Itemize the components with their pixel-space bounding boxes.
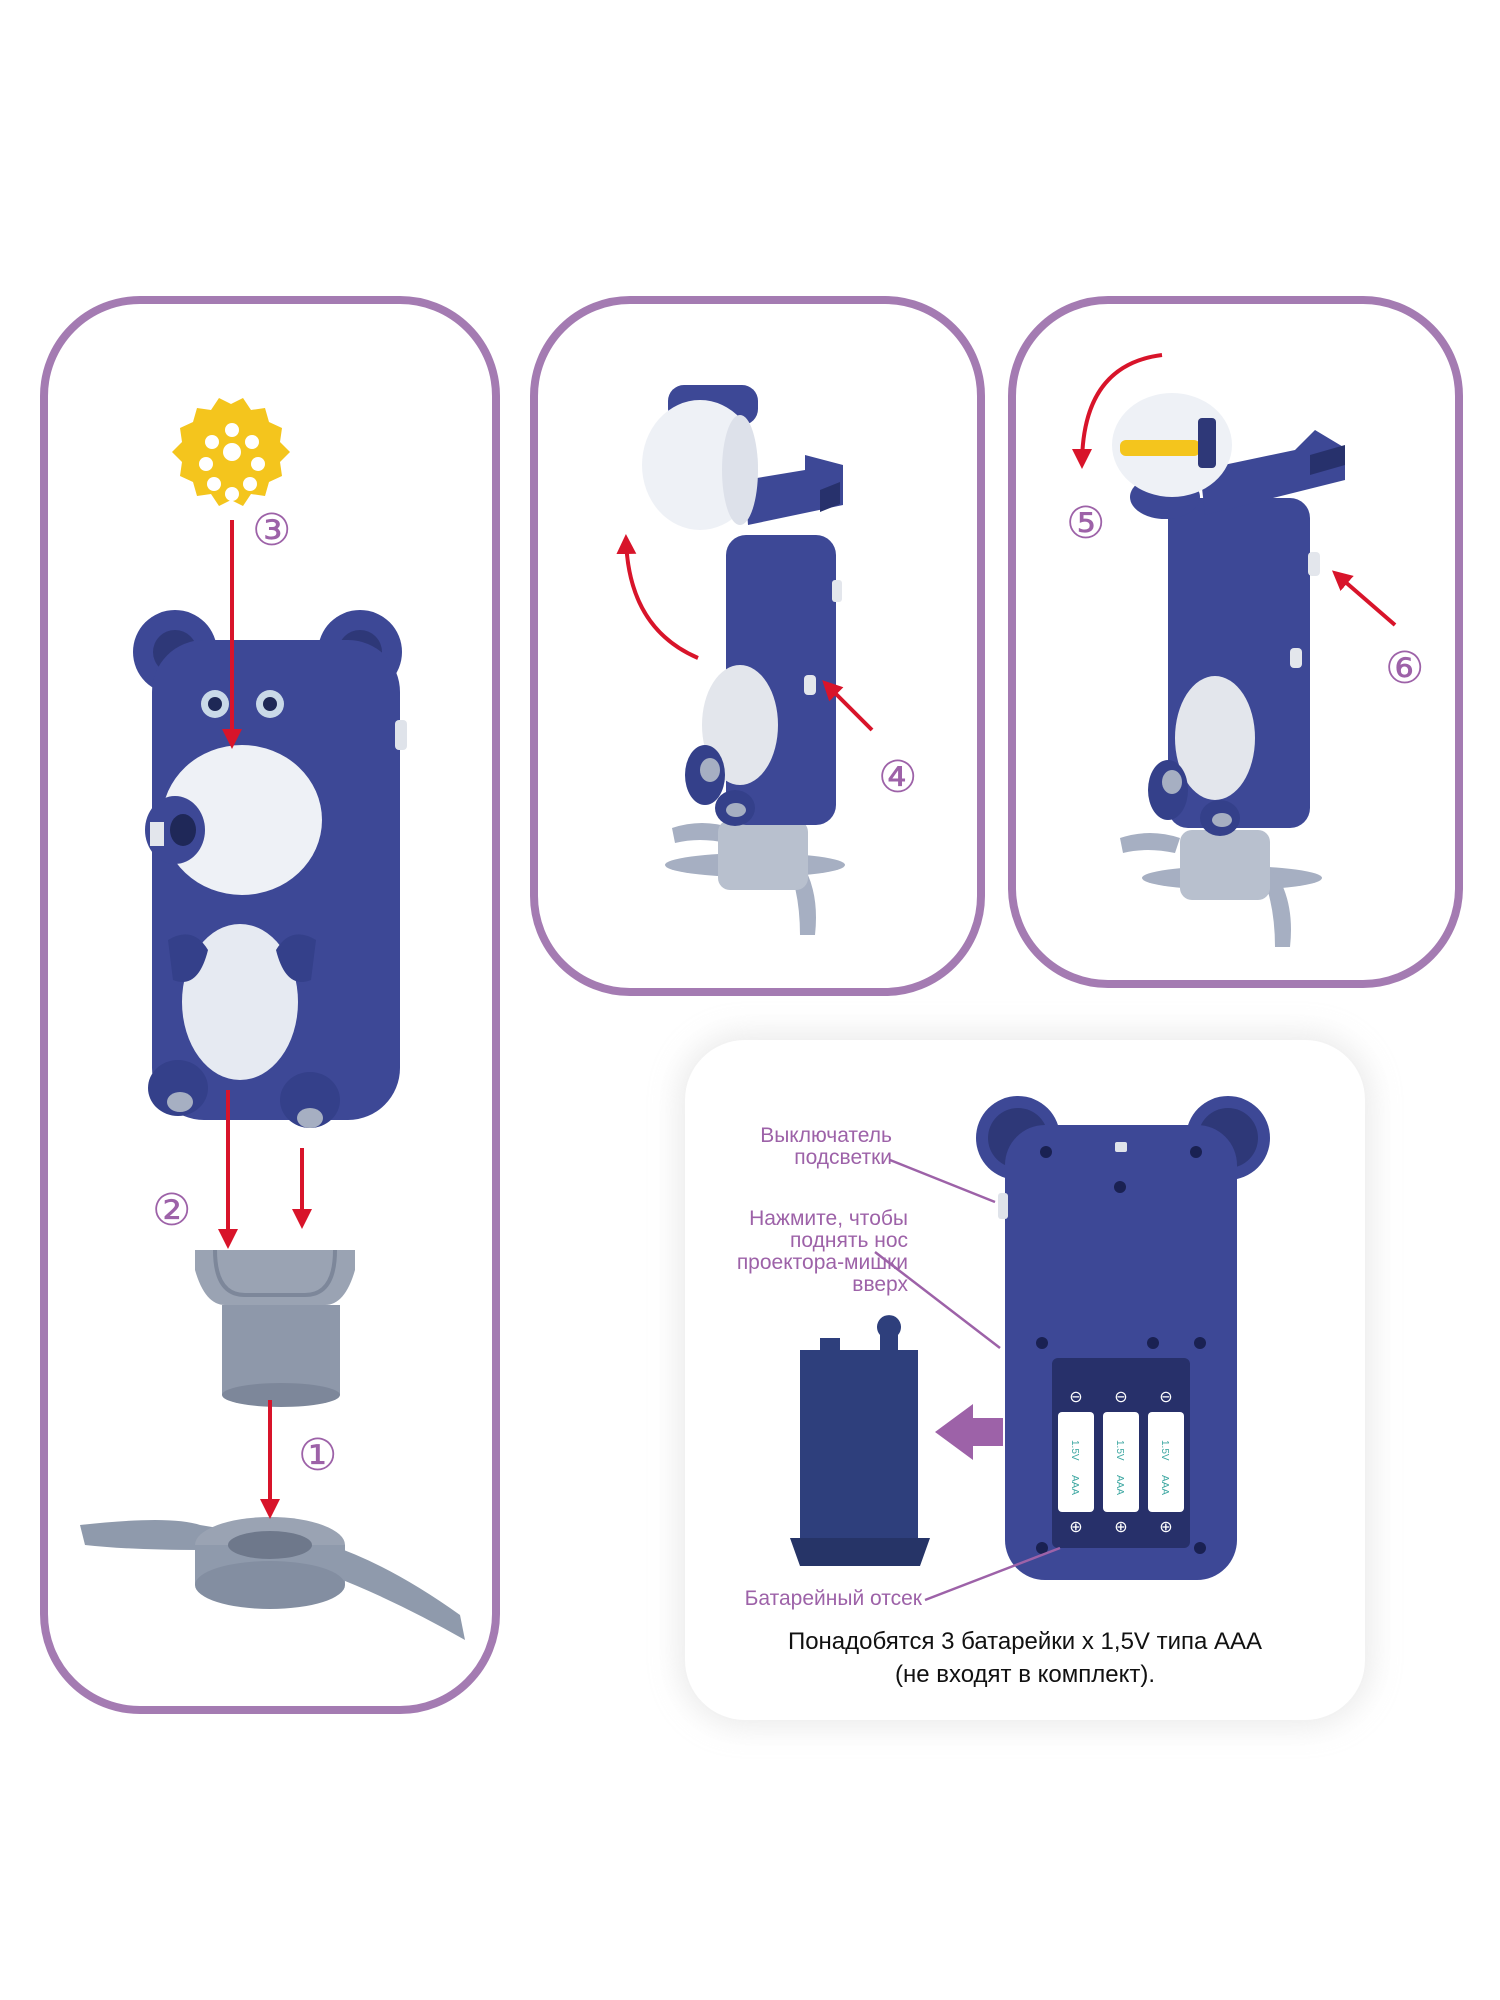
remove-cover-arrow <box>935 1404 1003 1460</box>
stand-holder <box>195 1249 355 1407</box>
slide-disc <box>172 398 290 506</box>
label-press-nose: Нажмите, чтобы поднять нос проектора-миш… <box>736 1207 908 1296</box>
step-5-label: ⑤ <box>1066 498 1105 549</box>
battery-cells <box>1058 1412 1184 1512</box>
battery-3-minus: ⊖ <box>1159 1389 1172 1406</box>
battery-3-type: AAA <box>1159 1475 1170 1495</box>
battery-2-minus: ⊖ <box>1114 1389 1127 1406</box>
bear-projector-front <box>133 610 407 1128</box>
battery-3-plus: ⊕ <box>1159 1519 1172 1536</box>
battery-note-line1: Понадобятся 3 батарейки х 1,5V типа AAA <box>787 1628 1263 1655</box>
assembly-arrows <box>218 520 312 1519</box>
rotate-arrows <box>1072 353 1397 627</box>
bear-projector-back: ⊖ ⊖ ⊖ ⊕ ⊕ ⊕ 1.5V 1.5V 1.5V AAA AAA AAA <box>976 1096 1270 1580</box>
battery-note-line2: (не входят в комплект). <box>894 1661 1156 1688</box>
step-6-label: ⑥ <box>1385 643 1424 694</box>
battery-note: Понадобятся 3 батарейки х 1,5V типа AAA … <box>700 1625 1350 1691</box>
label-leaders <box>874 1158 1061 1602</box>
label-battery-compartment: Батарейный отсек <box>744 1587 922 1610</box>
step-2-label: ② <box>152 1185 191 1236</box>
raise-arrows <box>616 534 874 732</box>
battery-cover <box>790 1315 930 1566</box>
label-backlight-switch: Выключатель подсветки <box>760 1124 892 1169</box>
battery-2-type: AAA <box>1114 1475 1125 1495</box>
step-1-label: ① <box>298 1430 337 1481</box>
stand-base <box>80 1517 465 1640</box>
battery-1-voltage: 1.5V <box>1069 1440 1080 1461</box>
battery-2-voltage: 1.5V <box>1114 1440 1125 1461</box>
bear-projector-side-raising <box>642 385 845 935</box>
battery-1-type: AAA <box>1069 1475 1080 1495</box>
battery-2-plus: ⊕ <box>1114 1519 1127 1536</box>
bear-projector-side-rotating <box>1112 393 1345 947</box>
battery-1-plus: ⊕ <box>1069 1519 1082 1536</box>
battery-3-voltage: 1.5V <box>1159 1440 1170 1461</box>
step-4-label: ④ <box>878 752 917 803</box>
step-3-label: ③ <box>252 505 291 556</box>
battery-1-minus: ⊖ <box>1069 1389 1082 1406</box>
